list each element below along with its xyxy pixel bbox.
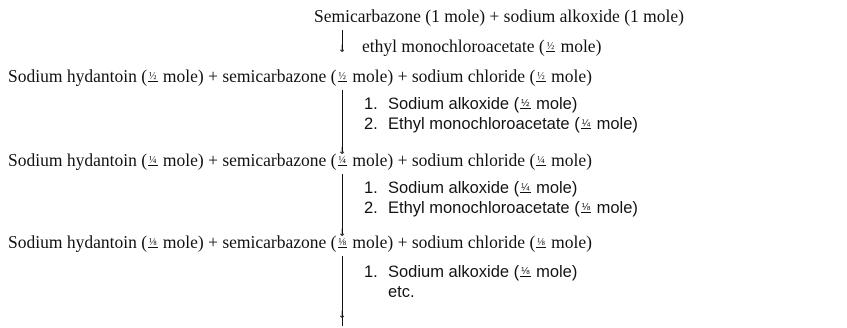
fraction-value: ⅛ <box>580 201 592 213</box>
reagent-step-1: ethyl monochloroacetate (½ mole) <box>362 36 601 56</box>
reagent-text: Sodium alkoxide ( <box>388 95 520 113</box>
fraction-value: ¼ <box>520 181 531 193</box>
fraction: ½ <box>545 40 556 52</box>
species-text: Sodium hydantoin ( <box>8 150 148 170</box>
fraction: ⅛ <box>580 201 592 213</box>
fraction-value: ¼ <box>580 117 592 129</box>
fraction-value: ⅛ <box>337 236 348 248</box>
step-number: 1. <box>364 179 378 197</box>
fraction-value: ½ <box>545 40 556 52</box>
fraction-value: ½ <box>148 70 158 82</box>
reagent-step-4-item-1: 1. Sodium alkoxide (⅛ mole) <box>364 262 577 282</box>
reagent-text: Ethyl monochloroacetate ( <box>388 199 580 217</box>
reagent-text: mole) <box>531 179 578 197</box>
reagent-step-2-item-1: 1. Sodium alkoxide (½ mole) <box>364 94 577 114</box>
species-line-stage-2: Sodium hydantoin (¼ mole) + semicarbazon… <box>8 150 592 170</box>
step-number: 2. <box>364 115 378 133</box>
fraction-value: ¼ <box>148 154 158 166</box>
species-text: mole) + sodium chloride ( <box>348 66 536 86</box>
fraction-value: ⅛ <box>520 265 531 277</box>
fraction: ¼ <box>520 181 531 193</box>
fraction: ¼ <box>536 154 546 166</box>
species-text: Sodium hydantoin ( <box>8 232 148 252</box>
reagent-step-2-item-2: 2. Ethyl monochloroacetate (¼ mole) <box>364 114 638 134</box>
species-line-stage-1: Sodium hydantoin (½ mole) + semicarbazon… <box>8 66 592 86</box>
fraction: ¼ <box>337 154 348 166</box>
reagent-text: mole) <box>592 199 638 217</box>
species-text: Sodium hydantoin ( <box>8 66 148 86</box>
fraction: ½ <box>148 70 158 82</box>
fraction: ¼ <box>580 117 592 129</box>
fraction: ⅛ <box>520 265 531 277</box>
species-text: mole) + sodium chloride ( <box>348 150 536 170</box>
fraction: ⅛ <box>148 236 158 248</box>
species-text: mole) <box>546 232 592 252</box>
reagent-text: Sodium alkoxide ( <box>388 179 520 197</box>
species-line-stage-3: Sodium hydantoin (⅛ mole) + semicarbazon… <box>8 232 592 252</box>
reagent-step-3-item-1: 1. Sodium alkoxide (¼ mole) <box>364 178 577 198</box>
step-number: 1. <box>364 263 378 281</box>
step-number: 1. <box>364 95 378 113</box>
reagent-text: Sodium alkoxide ( <box>388 263 520 281</box>
reagent-text: Ethyl monochloroacetate ( <box>388 115 580 133</box>
species-text: mole) + semicarbazone ( <box>158 232 337 252</box>
fraction-value: ½ <box>520 97 531 109</box>
fraction-value: ½ <box>536 70 546 82</box>
fraction-value: ¼ <box>536 154 546 166</box>
reagent-text: mole) <box>592 115 638 133</box>
reagent-step-3-item-2: 2. Ethyl monochloroacetate (⅛ mole) <box>364 198 638 218</box>
fraction-value: ⅛ <box>536 236 546 248</box>
species-text: mole) + sodium chloride ( <box>348 232 536 252</box>
fraction: ¼ <box>148 154 158 166</box>
species-start-text: Semicarbazone (1 mole) + sodium alkoxide… <box>314 6 684 26</box>
species-text: mole) <box>546 150 592 170</box>
fraction: ½ <box>536 70 546 82</box>
fraction-value: ⅛ <box>148 236 158 248</box>
species-line-start: Semicarbazone (1 mole) + sodium alkoxide… <box>314 6 684 26</box>
species-text: mole) <box>546 66 592 86</box>
fraction: ⅛ <box>337 236 348 248</box>
species-text: mole) + semicarbazone ( <box>158 66 337 86</box>
reagent-text: mole) <box>531 95 578 113</box>
fraction-value: ¼ <box>337 154 348 166</box>
reagent-text: mole) <box>556 36 602 56</box>
fraction: ½ <box>520 97 531 109</box>
fraction-value: ½ <box>337 70 348 82</box>
reagent-text: mole) <box>531 263 578 281</box>
species-text: mole) + semicarbazone ( <box>158 150 337 170</box>
fraction: ⅛ <box>536 236 546 248</box>
reagent-step-4-item-2: etc. <box>364 282 415 302</box>
reagent-text: ethyl monochloroacetate ( <box>362 36 545 56</box>
reagent-text: etc. <box>388 283 415 301</box>
step-number: 2. <box>364 199 378 217</box>
fraction: ½ <box>337 70 348 82</box>
